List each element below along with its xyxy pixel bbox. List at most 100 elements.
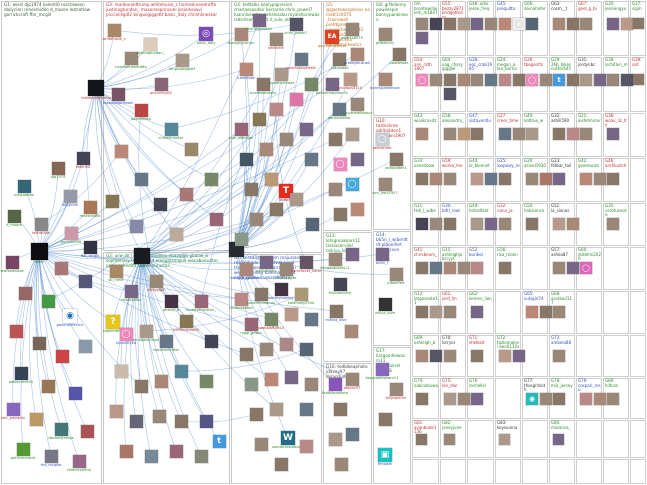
node-avatar[interactable]: viacabomutter	[153, 334, 179, 351]
node-avatar[interactable]	[471, 262, 483, 274]
node-avatar[interactable]	[416, 393, 428, 405]
node-avatar[interactable]: jakr_passerbi	[1, 402, 25, 419]
node-avatar[interactable]	[430, 306, 442, 318]
node-avatar[interactable]: ◯	[513, 18, 525, 30]
node-avatar[interactable]: d_moore	[6, 209, 22, 226]
node-avatar[interactable]	[264, 172, 278, 186]
node-avatar[interactable]: ▣fenowik	[378, 448, 392, 466]
node-avatar[interactable]: adribidden1	[385, 152, 407, 169]
node-avatar[interactable]	[174, 414, 188, 428]
node-avatar[interactable]	[299, 122, 313, 136]
node-avatar[interactable]: majuslavki	[256, 255, 276, 272]
node-avatar[interactable]	[284, 307, 298, 321]
node-avatar[interactable]	[444, 262, 456, 274]
node-avatar[interactable]	[540, 393, 552, 405]
node-avatar[interactable]	[239, 347, 253, 361]
node-avatar[interactable]	[328, 182, 342, 196]
node-avatar[interactable]	[580, 173, 592, 185]
node-avatar[interactable]	[78, 274, 92, 288]
node-avatar[interactable]	[526, 128, 538, 140]
node-avatar[interactable]: triciassaseed	[229, 292, 253, 309]
node-avatar[interactable]	[430, 350, 442, 362]
node-avatar[interactable]	[184, 142, 198, 156]
node-avatar[interactable]: ebaygiga	[148, 274, 164, 291]
node-avatar[interactable]	[444, 18, 456, 30]
node-avatar[interactable]	[299, 402, 313, 416]
node-avatar[interactable]: tinkiaservilel	[329, 277, 351, 294]
node-avatar[interactable]	[607, 128, 619, 140]
node-avatar[interactable]	[345, 247, 359, 261]
node-avatar[interactable]: thveesaurusfan_	[186, 294, 216, 311]
node-avatar[interactable]	[430, 173, 442, 185]
node-avatar[interactable]	[580, 18, 592, 30]
node-avatar[interactable]: whitehosie_c	[102, 23, 126, 40]
node-avatar[interactable]	[234, 232, 248, 246]
node-avatar[interactable]: chrishlineskar	[159, 122, 183, 139]
node-avatar[interactable]: ishiya_love	[375, 297, 395, 314]
node-avatar[interactable]	[105, 194, 119, 208]
node-avatar[interactable]	[430, 74, 442, 86]
node-avatar[interactable]: masonsoprinsoni	[103, 87, 133, 104]
node-avatar[interactable]	[299, 439, 313, 453]
node-avatar[interactable]: bb5n_l	[375, 247, 389, 264]
node-avatar[interactable]	[499, 173, 511, 185]
node-avatar[interactable]	[259, 342, 273, 356]
node-avatar[interactable]	[471, 128, 483, 140]
node-avatar[interactable]: charlaesasdair	[246, 13, 272, 30]
node-avatar[interactable]	[55, 349, 69, 363]
node-avatar[interactable]: russtawson	[14, 179, 34, 196]
node-avatar[interactable]: emegoismajuli	[133, 324, 159, 341]
node-avatar[interactable]	[416, 350, 428, 362]
node-avatar[interactable]	[179, 187, 193, 201]
node-avatar[interactable]	[129, 219, 143, 233]
node-avatar[interactable]	[328, 132, 342, 146]
node-avatar[interactable]	[458, 393, 470, 405]
node-avatar[interactable]	[513, 350, 525, 362]
node-avatar[interactable]	[540, 173, 552, 185]
node-avatar[interactable]: ◉generalelectric	[57, 309, 83, 327]
node-avatar[interactable]	[580, 128, 592, 140]
node-avatar[interactable]	[526, 306, 538, 318]
node-avatar[interactable]	[152, 409, 166, 423]
node-avatar[interactable]: usw	[134, 248, 150, 268]
node-avatar[interactable]	[269, 402, 283, 416]
node-avatar[interactable]: kalemolly2504	[288, 287, 314, 304]
node-avatar[interactable]	[553, 262, 565, 274]
node-avatar[interactable]: sonearromandu	[247, 287, 275, 304]
node-avatar[interactable]: lestretlow	[32, 217, 50, 234]
node-avatar[interactable]	[444, 88, 456, 100]
node-avatar[interactable]	[444, 434, 455, 445]
node-avatar[interactable]	[304, 152, 318, 166]
node-avatar[interactable]	[244, 182, 258, 196]
node-avatar[interactable]	[416, 173, 428, 185]
node-avatar[interactable]	[416, 262, 428, 274]
node-avatar[interactable]: lizsgoodiewasm11	[365, 362, 399, 379]
node-avatar[interactable]	[485, 218, 497, 230]
node-avatar[interactable]: felizmramind	[67, 454, 91, 471]
node-avatar[interactable]	[279, 132, 293, 146]
node-avatar[interactable]	[204, 172, 218, 186]
node-avatar[interactable]: paseechapman31	[316, 77, 348, 94]
node-avatar[interactable]	[239, 152, 253, 166]
node-avatar[interactable]	[471, 173, 483, 185]
node-avatar[interactable]	[444, 74, 456, 86]
node-avatar[interactable]	[607, 18, 619, 30]
node-avatar[interactable]	[499, 262, 511, 274]
node-avatar[interactable]	[199, 374, 213, 388]
node-avatar[interactable]: kentdnsaidotcom	[230, 262, 262, 279]
node-avatar[interactable]: t	[212, 434, 226, 448]
node-avatar[interactable]	[344, 324, 358, 338]
node-avatar[interactable]	[444, 350, 456, 362]
node-avatar[interactable]	[254, 437, 268, 451]
node-avatar[interactable]	[444, 218, 456, 230]
node-avatar[interactable]	[199, 414, 213, 428]
node-avatar[interactable]	[328, 432, 342, 446]
node-avatar[interactable]: realdonaldtrump	[81, 80, 111, 100]
node-avatar[interactable]: justinogtundan_	[136, 37, 164, 54]
node-avatar[interactable]	[304, 377, 318, 391]
node-avatar[interactable]	[553, 393, 565, 405]
node-avatar[interactable]	[471, 18, 483, 30]
node-avatar[interactable]	[109, 404, 123, 418]
node-avatar[interactable]: gorrickcraft	[61, 226, 81, 243]
